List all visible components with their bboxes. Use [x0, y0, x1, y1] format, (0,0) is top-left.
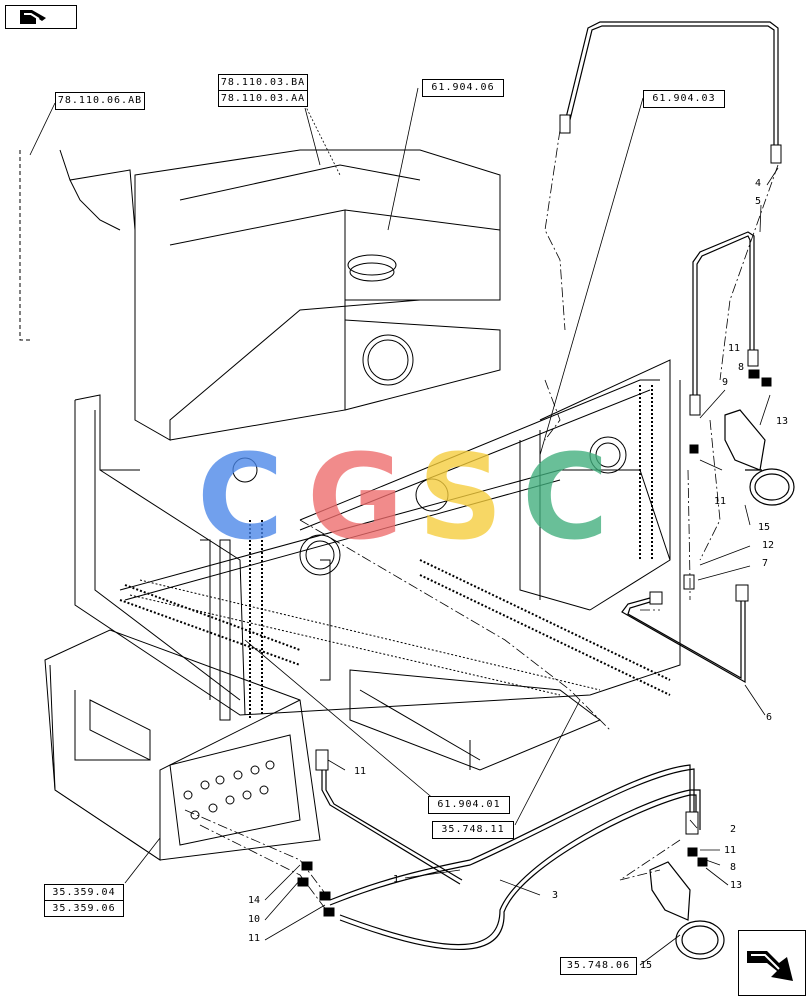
- watermark-letter-4: C: [522, 428, 609, 566]
- ref-61-904-01[interactable]: 61.904.01: [428, 796, 510, 814]
- callout-5: 5: [755, 196, 762, 207]
- ref-35-359-04[interactable]: 35.359.04: [52, 887, 116, 898]
- motor-assemblies: [649, 409, 795, 960]
- ref-78-110-03-ba[interactable]: 78.110.03.BA: [220, 77, 306, 88]
- callout-7: 7: [762, 558, 769, 569]
- centerlines: [184, 129, 779, 916]
- arrow-left-icon[interactable]: [5, 5, 77, 29]
- machine-frame: [19, 149, 681, 861]
- callout-13: 13: [776, 416, 789, 427]
- callout-15: 15: [640, 960, 653, 971]
- callout-8: 8: [730, 862, 737, 873]
- ref-78-110-06-ab[interactable]: 78.110.06.AB: [55, 92, 145, 110]
- watermark-letter-2: G: [307, 428, 404, 566]
- ref-61-904-06[interactable]: 61.904.06: [422, 79, 504, 97]
- watermark-letter-3: S: [418, 428, 503, 566]
- callout-13: 13: [730, 880, 743, 891]
- arrow-next-icon[interactable]: [738, 930, 806, 996]
- callout-15: 15: [758, 522, 771, 533]
- callout-6: 6: [766, 712, 773, 723]
- chain-strips: [119, 385, 671, 720]
- callout-1: 1: [393, 874, 400, 885]
- ref-61-904-03[interactable]: 61.904.03: [643, 90, 725, 108]
- callout-11: 11: [354, 766, 367, 777]
- ref-35-748-06[interactable]: 35.748.06: [560, 957, 637, 975]
- ref-78-110-03-aa[interactable]: 78.110.03.AA: [219, 90, 307, 106]
- callout-4: 4: [755, 178, 762, 189]
- callout-10: 10: [248, 914, 261, 925]
- ref-35-359-06[interactable]: 35.359.06: [45, 900, 123, 916]
- leader-lines: [29, 87, 779, 966]
- ref-35-359[interactable]: 35.359.04 35.359.06: [44, 884, 124, 917]
- callout-11: 11: [248, 933, 261, 944]
- callout-11: 11: [714, 496, 727, 507]
- callout-3: 3: [552, 890, 559, 901]
- black-nuts: [297, 369, 772, 917]
- fittings: [315, 114, 782, 835]
- callout-8: 8: [738, 362, 745, 373]
- ref-78-110-03[interactable]: 78.110.03.BA 78.110.03.AA: [218, 74, 308, 107]
- ref-35-748-11[interactable]: 35.748.11: [432, 821, 514, 839]
- callout-11: 11: [724, 845, 737, 856]
- callout-11: 11: [728, 343, 741, 354]
- callout-2: 2: [730, 824, 737, 835]
- callout-9: 9: [722, 377, 729, 388]
- callout-12: 12: [762, 540, 775, 551]
- callout-14: 14: [248, 895, 261, 906]
- watermark-letter-1: C: [197, 428, 284, 566]
- hose-lines: [321, 21, 779, 950]
